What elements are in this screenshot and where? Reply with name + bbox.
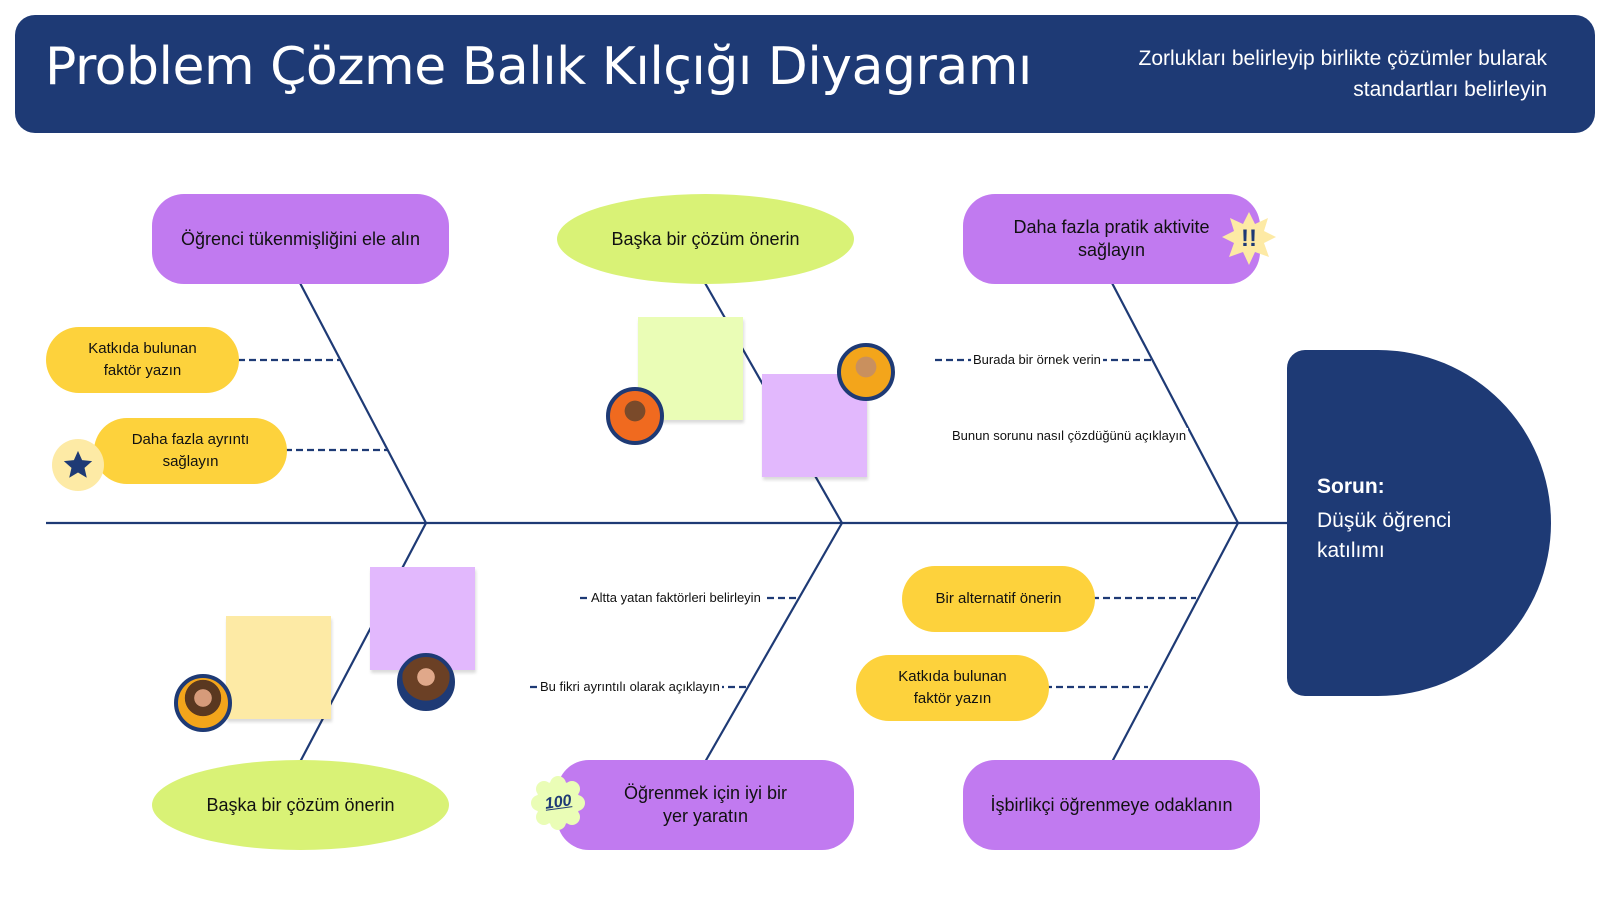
category-label: Öğrenci tükenmişliğini ele alın	[180, 228, 421, 249]
category-label: İşbirlikçi öğrenmeye odaklanın	[990, 794, 1233, 815]
student-avatar	[174, 674, 232, 732]
star-icon	[52, 439, 104, 491]
cause-label: Daha fazla ayrıntı sağlayın	[131, 431, 250, 470]
student-avatar	[397, 653, 455, 711]
bone-bottom-middle	[704, 522, 843, 763]
cause-text: Burada bir örnek verin	[971, 352, 1103, 367]
category-top-right[interactable]: Daha fazla pratik aktivite sağlayın	[963, 194, 1260, 284]
category-label: Başka bir çözüm önerin	[206, 794, 395, 815]
category-label: Daha fazla pratik aktivite sağlayın	[1013, 217, 1210, 260]
cause-text: Bunun sorunu nasıl çözdüğünü açıklayın	[950, 428, 1189, 443]
sticky-note-yellow	[226, 616, 331, 719]
cause-label: Katkıda bulunan faktör yazın	[898, 668, 1007, 707]
cause-label: Bir alternatif önerin	[935, 590, 1062, 607]
badge-text: 100	[543, 792, 573, 813]
category-bottom-left[interactable]: Başka bir çözüm önerin	[152, 760, 449, 850]
cause-pill[interactable]: Daha fazla ayrıntı sağlayın	[94, 418, 287, 484]
category-bottom-middle[interactable]: Öğrenmek için iyi bir yer yaratın	[557, 760, 854, 850]
student-avatar	[837, 343, 895, 401]
exclamation-burst-icon: !!	[1220, 210, 1278, 268]
header-banner: Problem Çözme Balık Kılçığı Diyagramı Zo…	[15, 15, 1595, 133]
hundred-points-icon: 100	[531, 776, 585, 830]
problem-label: Sorun:	[1317, 475, 1385, 498]
bone-bottom-left	[299, 522, 427, 763]
category-label: Öğrenmek için iyi bir yer yaratın	[623, 783, 788, 826]
cause-pill[interactable]: Katkıda bulunan faktör yazın	[46, 327, 239, 393]
bone-top-right	[1111, 282, 1239, 524]
cause-pill[interactable]: Bir alternatif önerin	[902, 566, 1095, 632]
bone-top-left	[299, 282, 427, 524]
category-top-middle[interactable]: Başka bir çözüm önerin	[557, 194, 854, 284]
bone-bottom-right	[1111, 522, 1239, 763]
problem-text: Düşük öğrenci katılımı	[1317, 509, 1452, 562]
page-title: Problem Çözme Balık Kılçığı Diyagramı	[45, 37, 1032, 97]
category-bottom-right[interactable]: İşbirlikçi öğrenmeye odaklanın	[963, 760, 1260, 850]
category-top-left[interactable]: Öğrenci tükenmişliğini ele alın	[152, 194, 449, 284]
cause-label: Katkıda bulunan faktör yazın	[88, 340, 197, 379]
page-subtitle: Zorlukları belirleyip birlikte çözümler …	[1138, 47, 1547, 101]
cause-text: Bu fikri ayrıntılı olarak açıklayın	[538, 679, 722, 694]
category-label: Başka bir çözüm önerin	[611, 228, 800, 249]
badge-text: !!	[1241, 225, 1257, 252]
student-avatar	[606, 387, 664, 445]
cause-text: Altta yatan faktörleri belirleyin	[589, 590, 763, 605]
cause-pill[interactable]: Katkıda bulunan faktör yazın	[856, 655, 1049, 721]
sticky-note-purple	[370, 567, 475, 670]
